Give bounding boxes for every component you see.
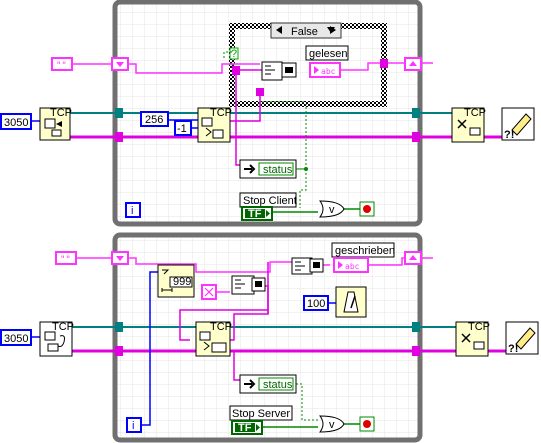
svg-text:3050: 3050 [4,117,28,129]
client-or-node[interactable]: v [319,200,345,218]
svg-text:TCP: TCP [210,321,232,333]
gelesen-string-indicator[interactable]: abc [309,62,341,78]
client-status-unbundle[interactable]: status [239,159,297,179]
client-shift-register-left [111,57,129,71]
server-numeric-wires [141,271,158,426]
svg-text:TCP: TCP [210,107,232,119]
svg-text:?: ? [231,48,237,60]
client-error-handler-node[interactable]: ?! [501,107,535,141]
client-bundle-node[interactable] [261,61,283,81]
number-to-string-node[interactable]: 999 [157,264,195,298]
geschrieben-label-box: geschrieben [331,242,395,258]
tcp-write-node[interactable]: TCP [195,321,232,357]
server-shift-register-left [111,251,129,265]
wait-ms-node[interactable] [335,286,367,318]
server-iteration-terminal: i [126,417,142,433]
tcp-read-node[interactable]: TCP [197,107,232,143]
case-selector-label: False [291,26,318,38]
svg-text:TF: TF [238,422,252,434]
server-port-constant[interactable]: 3050 [0,329,32,346]
svg-text:i: i [132,420,134,432]
server-tcp-close-connection-node[interactable]: TCP [455,321,490,357]
svg-text:Stop Server: Stop Server [232,408,290,420]
svg-text:100: 100 [307,298,325,310]
svg-text:?!: ?! [508,343,518,355]
svg-text:i: i [131,205,133,217]
svg-text:3050: 3050 [4,333,28,345]
svg-text:v: v [329,204,335,216]
svg-text:?!: ?! [504,129,514,141]
svg-text:geschrieben: geschrieben [335,245,395,257]
tcp-open-connection-node[interactable]: TCP [39,107,72,141]
svg-text:abc: abc [345,262,360,271]
svg-text:TCP: TCP [52,321,74,333]
server-random-node[interactable] [201,284,217,300]
client-tunnels [115,59,420,142]
gelesen-label-box: gelesen [305,45,349,61]
svg-text:abc: abc [321,67,336,76]
svg-text:Stop Client: Stop Client [243,195,297,207]
geschrieben-string-indicator[interactable]: abc [333,257,369,273]
server-or-node[interactable]: v [319,415,345,433]
server-status-unbundle[interactable]: status [239,374,297,394]
svg-text:256: 256 [145,114,163,126]
server-shift-register-right [404,251,422,265]
case-boolean-terminal: ? [229,47,239,60]
server-stop-condition[interactable] [359,416,375,432]
server-tunnels [115,322,420,356]
case-selector[interactable]: False [270,22,342,39]
svg-text:-1: -1 [177,123,187,135]
svg-text:TCP: TCP [468,321,490,333]
svg-text:"": "" [56,61,67,71]
server-inner-wires [179,262,269,381]
wait-ms-constant[interactable]: 100 [303,295,329,311]
client-stop-condition[interactable] [359,201,375,217]
tcp-close-connection-node[interactable]: TCP [451,107,486,143]
svg-text:status: status [263,164,293,176]
client-port-constant[interactable]: 3050 [0,113,32,130]
client-timeout-constant[interactable]: -1 [174,120,192,136]
client-format-node[interactable] [281,62,297,78]
server-concat-node[interactable] [291,257,324,275]
client-string-wires [72,62,433,74]
svg-text:999: 999 [173,276,191,288]
client-iteration-terminal: i [125,202,141,218]
stop-server-label-box: Stop Server [229,405,293,421]
stop-server-control[interactable]: TF [231,420,263,435]
client-boolean-wires [223,51,307,208]
server-string-constant[interactable]: "" [55,251,77,265]
server-boolean-wires [296,383,318,421]
svg-text:status: status [263,379,293,391]
stop-client-label-box: Stop Client [239,192,297,208]
stop-client-control[interactable]: TF [241,206,273,221]
svg-text:gelesen: gelesen [309,48,348,60]
svg-text:"": "" [60,255,71,265]
svg-text:TCP: TCP [50,107,72,119]
svg-text:v: v [329,419,335,431]
server-error-handler-node[interactable]: ?! [505,321,539,355]
client-string-constant[interactable]: "" [51,57,73,71]
svg-text:TCP: TCP [464,107,486,119]
server-bundle-node[interactable] [231,275,266,295]
svg-text:TF: TF [248,208,262,220]
tcp-listen-node[interactable]: TCP [39,321,74,357]
client-shift-register-right [404,57,422,71]
client-bytes-constant[interactable]: 256 [140,111,169,127]
client-case-wires [230,69,262,166]
